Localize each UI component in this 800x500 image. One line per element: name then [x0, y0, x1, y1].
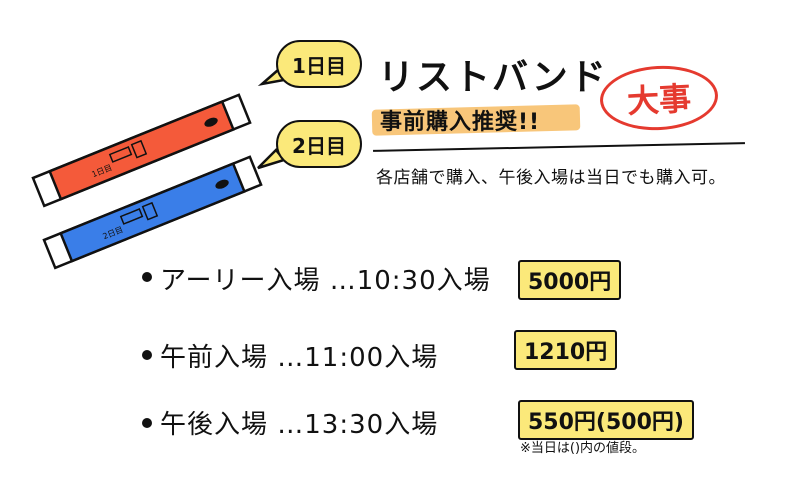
- wristband-red: 1日目: [31, 93, 252, 208]
- entry-afternoon-price-text: 550円(500円): [528, 410, 684, 435]
- entry-morning-price-text: 1210円: [524, 340, 608, 365]
- subtitle: 事前購入推奨!!: [380, 110, 541, 135]
- entry-early-price-text: 5000円: [528, 270, 612, 295]
- wristband-blue: 2日目: [42, 155, 263, 270]
- day2-bubble: 2日目: [276, 120, 362, 168]
- day1-label: 1日目: [292, 53, 346, 78]
- important-badge-label: 大事: [626, 79, 693, 121]
- entry-early-label: アーリー入場 …10:30入場: [160, 266, 491, 296]
- entry-early-price: 5000円: [518, 260, 622, 300]
- purchase-note: 各店舗で購入、午後入場は当日でも購入可。: [376, 168, 726, 188]
- page-title: リストバンド: [378, 57, 608, 98]
- entry-afternoon-label: 午後入場 …13:30入場: [160, 410, 439, 440]
- bullet-icon: [142, 350, 152, 360]
- day2-label: 2日目: [292, 133, 346, 158]
- entry-afternoon-price: 550円(500円): [518, 400, 694, 440]
- bullet-icon: [142, 418, 152, 428]
- price-footnote: ※当日は()内の値段。: [520, 441, 646, 456]
- bullet-icon: [142, 272, 152, 282]
- entry-morning-label: 午前入場 …11:00入場: [160, 343, 439, 373]
- entry-morning-price: 1210円: [514, 330, 618, 370]
- day1-bubble: 1日目: [276, 40, 362, 88]
